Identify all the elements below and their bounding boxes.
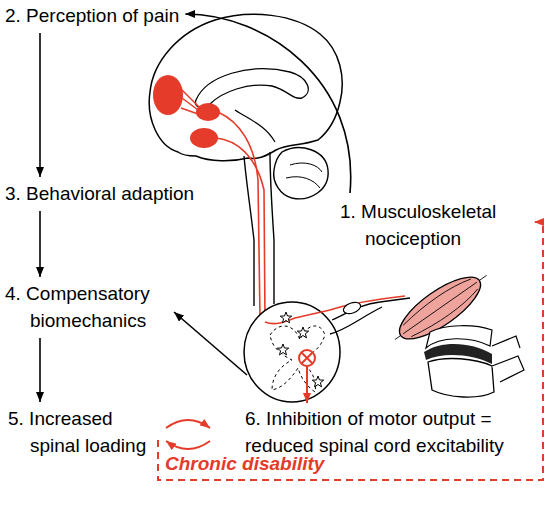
step-text: 3. Behavioral adaption xyxy=(5,180,240,207)
step-text: 6. Inhibition of motor output = reduced … xyxy=(245,405,545,459)
neuron-star xyxy=(297,327,308,338)
prefrontal-activation xyxy=(153,75,183,115)
motor-output-arrow xyxy=(306,366,308,403)
cerebellum xyxy=(274,148,328,199)
biomechanics-step: 4. Compensatory biomechanics xyxy=(5,280,170,334)
corpus-callosum xyxy=(195,69,308,108)
flow-arrow xyxy=(166,441,210,449)
cerebellum-folia xyxy=(286,163,322,188)
muscle xyxy=(385,261,496,353)
neuron-star xyxy=(312,376,323,387)
step-text: 4. Compensatory biomechanics xyxy=(5,280,170,334)
spinal-tract xyxy=(216,112,265,322)
vertebra-upper xyxy=(426,326,492,348)
flow-arrow xyxy=(39,33,41,177)
inhibition-cross xyxy=(302,353,313,364)
flow-arrow xyxy=(166,420,210,428)
step-text: 5. Increased spinal loading xyxy=(8,405,158,459)
brain-inner-line xyxy=(235,110,275,142)
step-text: 2. Perception of pain xyxy=(5,2,179,29)
muscle-fibres xyxy=(389,267,493,349)
nerve-roots xyxy=(330,298,410,334)
vertebral-body xyxy=(428,359,494,398)
cortical-fibres xyxy=(180,88,200,114)
neuron-star xyxy=(280,312,291,323)
dorsal-root-ganglion xyxy=(342,300,362,316)
inhibition-step: 6. Inhibition of motor output = reduced … xyxy=(245,405,545,459)
grey-matter xyxy=(270,326,325,392)
nociception-step: 1. Musculoskeletal nociception xyxy=(340,198,530,252)
flow-arrow xyxy=(39,211,41,277)
inhibition-symbol xyxy=(299,350,315,366)
flow-arrow xyxy=(185,14,350,193)
neuron-star xyxy=(277,344,288,355)
edge-label: Chronic disability xyxy=(165,452,324,476)
step-text: 1. Musculoskeletal nociception xyxy=(340,198,530,252)
flow-arrow xyxy=(39,338,41,402)
nociceptive-fibre xyxy=(265,296,405,324)
limbic-activation xyxy=(190,128,218,148)
spinal-cord-section xyxy=(244,302,340,402)
perception-step: 2. Perception of pain xyxy=(5,2,179,29)
cingulate-activation xyxy=(196,103,220,121)
behaviour-step: 3. Behavioral adaption xyxy=(5,180,240,207)
vertebral-process xyxy=(492,336,524,382)
loading-step: 5. Increased spinal loading xyxy=(8,405,158,459)
intervertebral-disc xyxy=(424,344,492,364)
flow-arrow xyxy=(174,312,247,375)
